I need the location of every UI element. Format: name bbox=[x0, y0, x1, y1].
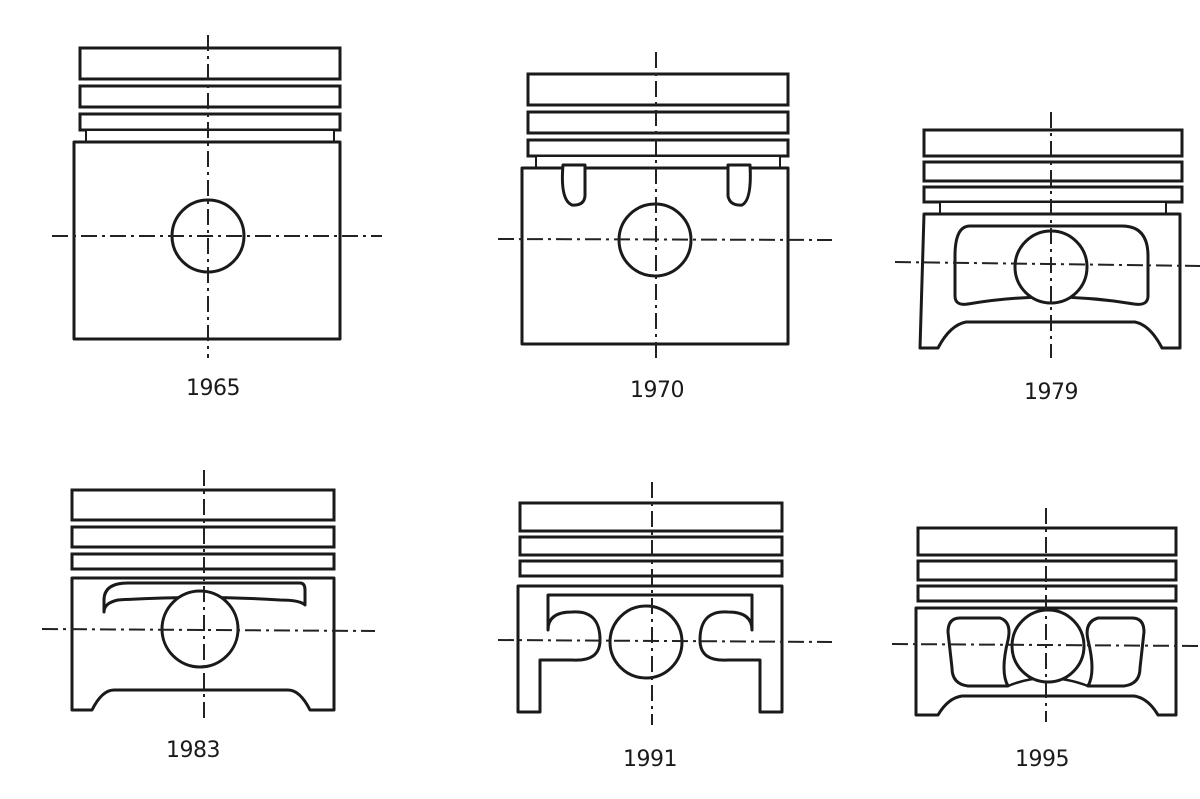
centerline-horizontal bbox=[497, 639, 833, 643]
ring-2 bbox=[78, 84, 342, 109]
ring-2 bbox=[922, 160, 1184, 183]
year-label: 1970 bbox=[630, 378, 684, 403]
slot-right bbox=[726, 163, 752, 207]
year-label: 1991 bbox=[623, 747, 677, 772]
piston-1970: 1970 bbox=[497, 52, 833, 403]
ring-3 bbox=[922, 185, 1184, 204]
ring-2 bbox=[526, 110, 790, 135]
pin-bore bbox=[608, 604, 684, 680]
year-label: 1983 bbox=[166, 738, 220, 763]
window-right bbox=[1085, 616, 1146, 688]
ring-1 bbox=[526, 72, 790, 107]
year-label: 1965 bbox=[186, 376, 240, 401]
piston-1983: 1983 bbox=[41, 470, 376, 763]
piston-1995: 1995 bbox=[891, 508, 1200, 772]
centerline-horizontal bbox=[497, 238, 833, 241]
centerline-horizontal bbox=[894, 261, 1200, 267]
piston-1965: 1965 bbox=[52, 35, 382, 401]
piston-1991: 1991 bbox=[497, 482, 833, 772]
ring-3 bbox=[526, 138, 790, 158]
centerline-horizontal bbox=[41, 628, 376, 632]
ring-1 bbox=[922, 128, 1184, 158]
window-left bbox=[946, 616, 1011, 688]
piston-1979: 1979 bbox=[894, 112, 1200, 405]
piston-skirt bbox=[516, 584, 784, 714]
ring-groove bbox=[939, 201, 1167, 215]
ring-3 bbox=[78, 112, 342, 132]
year-label: 1995 bbox=[1015, 747, 1069, 772]
ring-groove bbox=[85, 129, 335, 143]
ring-1 bbox=[78, 46, 342, 81]
slot-left bbox=[560, 163, 587, 207]
year-label: 1979 bbox=[1024, 380, 1078, 405]
